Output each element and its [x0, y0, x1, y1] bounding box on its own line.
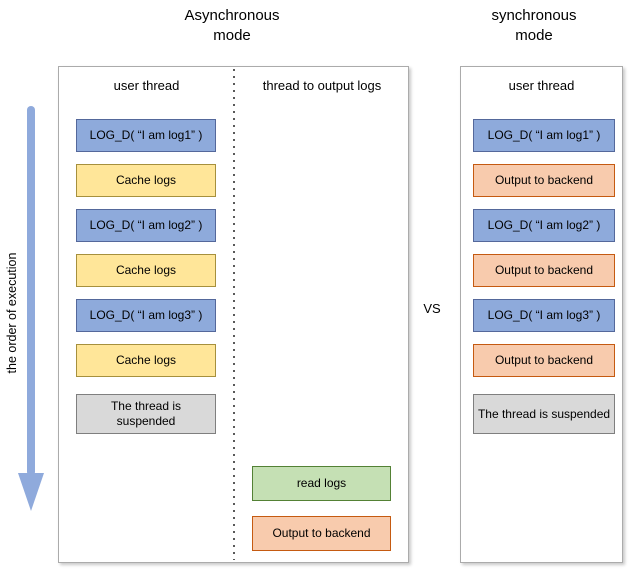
thread-suspended-box: The thread is suspended [76, 394, 216, 434]
read-logs-box: read logs [252, 466, 391, 501]
log-call-box: LOG_D( “I am log2” ) [76, 209, 216, 242]
log-call-box: LOG_D( “I am log3” ) [76, 299, 216, 332]
execution-order-label: the order of execution [5, 252, 19, 374]
log-call-box: LOG_D( “I am log1” ) [76, 119, 216, 152]
cache-logs-box: Cache logs [76, 344, 216, 377]
async-mode-title-line1: Asynchronous [184, 7, 280, 24]
sync-user-thread-header: user thread [508, 78, 575, 93]
cache-logs-box: Cache logs [76, 254, 216, 287]
execution-order-arrow-line [27, 106, 35, 476]
async-mode-title: Asynchronous mode [132, 6, 332, 46]
async-mode-panel: user thread thread to output logs LOG_D(… [58, 66, 409, 563]
log-call-box: LOG_D( “I am log1” ) [473, 119, 615, 152]
async-mode-title-line2: mode [213, 27, 251, 44]
log-call-box: LOG_D( “I am log2” ) [473, 209, 615, 242]
sync-mode-title-line1: synchronous [491, 7, 577, 24]
output-backend-box: Output to backend [473, 164, 615, 197]
execution-order-arrow-head-icon [18, 473, 44, 511]
sync-mode-title-line2: mode [515, 27, 553, 44]
output-backend-box: Output to backend [473, 254, 615, 287]
vs-label: VS [423, 301, 441, 316]
output-backend-box: Output to backend [473, 344, 615, 377]
thread-suspended-box: The thread is suspended [473, 394, 615, 434]
sync-mode-title: synchronous mode [434, 6, 634, 46]
thread-separator-dotted-line [233, 69, 235, 560]
async-user-thread-header: user thread [113, 78, 180, 93]
output-backend-box: Output to backend [252, 516, 391, 551]
async-output-thread-header: thread to output logs [262, 78, 382, 93]
sync-mode-panel: user thread LOG_D( “I am log1” ) Output … [460, 66, 623, 563]
cache-logs-box: Cache logs [76, 164, 216, 197]
log-call-box: LOG_D( “I am log3” ) [473, 299, 615, 332]
